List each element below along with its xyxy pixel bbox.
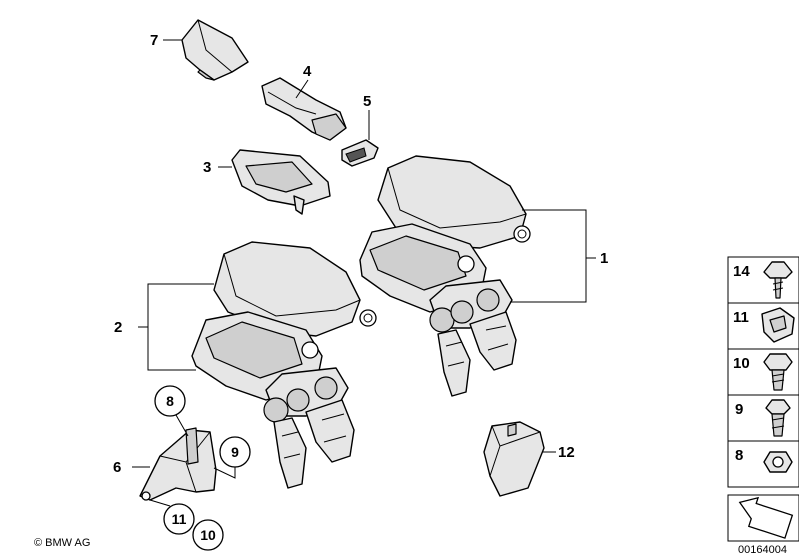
- part-2-armrest-assembly: [191, 241, 377, 489]
- bolt-10-icon: [763, 353, 793, 391]
- legend-label-8: 8: [735, 447, 743, 464]
- part-1-armrest-assembly: [359, 155, 531, 397]
- bolt-9-icon: [765, 399, 791, 437]
- legend-box-9: [727, 394, 799, 442]
- callout-10-circle: [192, 519, 224, 551]
- leader-8: [175, 414, 189, 437]
- callout-10: 10: [200, 527, 216, 543]
- callout-9: 9: [231, 444, 239, 460]
- leader-9: [213, 467, 236, 479]
- legend-label-14: 14: [733, 263, 750, 280]
- direction-arrow-icon: [738, 496, 794, 539]
- legend-label-9: 9: [735, 401, 743, 418]
- fastener-legend: 14 11 10 9 8: [727, 256, 799, 542]
- legend-label-11: 11: [733, 309, 749, 326]
- diagram-id: 00164004: [738, 544, 787, 556]
- part-6-support-bracket: [139, 427, 217, 501]
- callout-11: 11: [172, 511, 187, 527]
- part-4-bracket: [261, 77, 347, 141]
- screw-14-icon: [763, 261, 793, 299]
- callout-1: 1: [600, 250, 608, 267]
- callout-8: 8: [166, 393, 174, 409]
- callout-7: 7: [150, 32, 158, 49]
- callout-5: 5: [363, 93, 371, 110]
- part-12-cover-flap: [483, 421, 545, 497]
- part-5-clip: [341, 139, 379, 167]
- clip-nut-11-icon: [761, 307, 795, 343]
- legend-box-14: [727, 256, 799, 304]
- leader-1: [510, 209, 587, 303]
- part-7-cover: [181, 19, 249, 81]
- leader-4: [295, 79, 309, 99]
- callout-4: 4: [303, 63, 312, 80]
- part-3-tray: [231, 149, 331, 215]
- leader-11: [149, 499, 171, 507]
- legend-label-10: 10: [733, 355, 750, 372]
- callout-8-circle: [154, 385, 186, 417]
- callout-6: 6: [113, 459, 121, 476]
- copyright-text: © BMW AG: [34, 537, 90, 549]
- callout-12: 12: [558, 444, 575, 461]
- callout-2: 2: [114, 319, 122, 336]
- callout-3: 3: [203, 159, 211, 176]
- nut-8-icon: [763, 451, 793, 473]
- callout-11-circle: [163, 503, 195, 535]
